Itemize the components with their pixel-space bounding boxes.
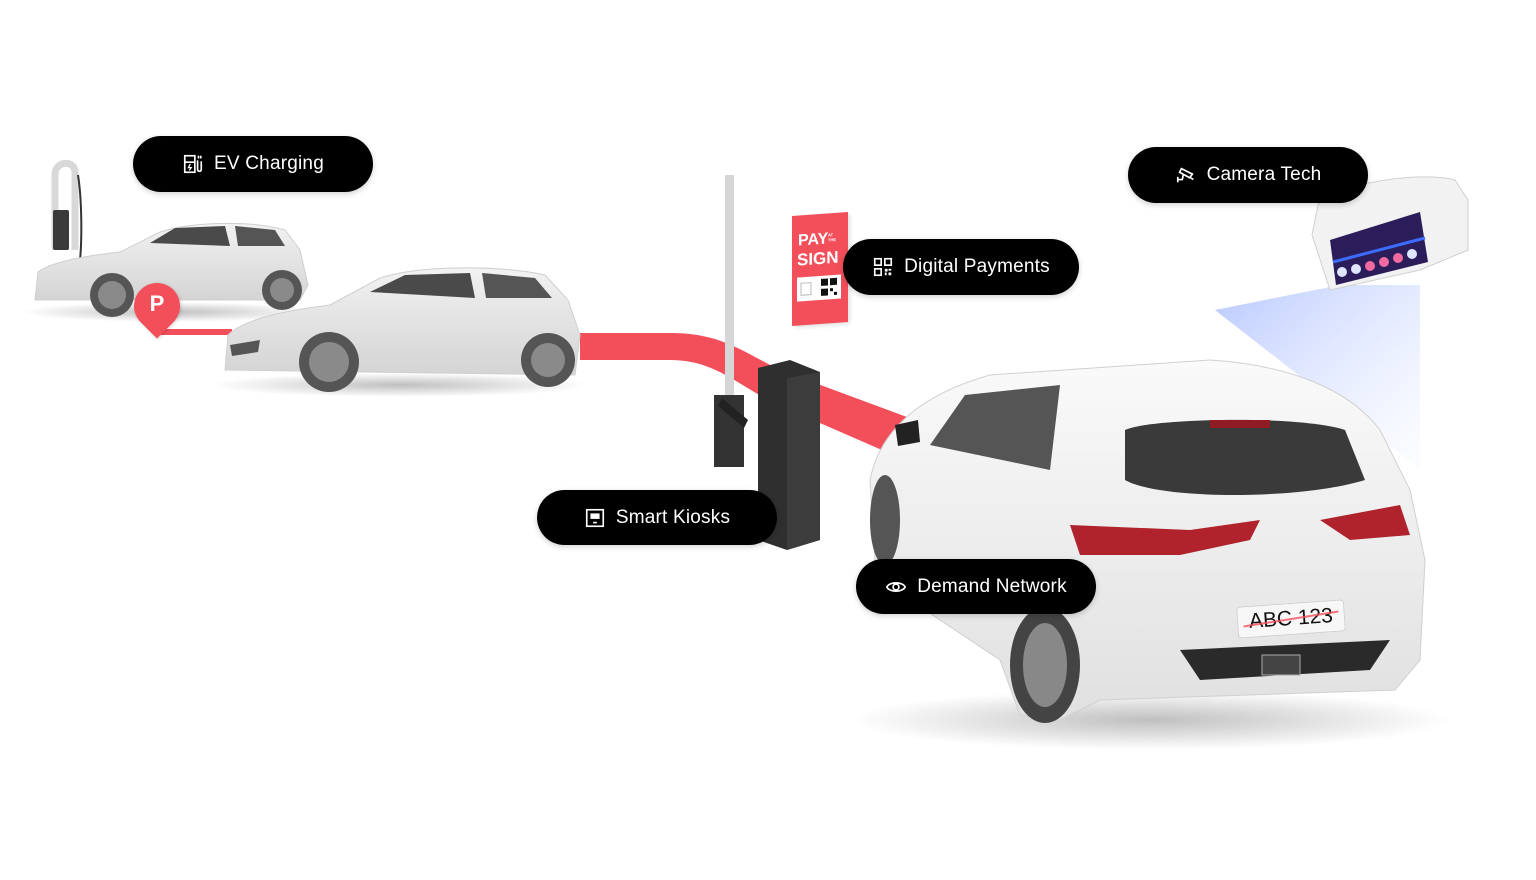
demand-network-pill[interactable]: Demand Network [856, 559, 1096, 614]
car-ev-charging [20, 222, 320, 322]
qr-code-icon [872, 256, 894, 278]
pay-at-sign-board: PAY AT THE SIGN [792, 212, 848, 326]
pay-sign-line2: SIGN [797, 247, 839, 270]
ev-charger-icon [182, 153, 204, 175]
pay-sign-small: AT THE [828, 232, 836, 243]
cctv-camera-icon [1175, 164, 1197, 186]
parking-pin-label: P [149, 291, 165, 316]
camera-tech-label: Camera Tech [1206, 164, 1322, 185]
smart-kiosks-label: Smart Kiosks [615, 506, 731, 528]
ev-charging-label: EV Charging [214, 153, 324, 174]
kiosk-screen-icon [584, 507, 606, 529]
car-main [850, 359, 1450, 750]
camera-tech-pill[interactable]: Camera Tech [1128, 147, 1368, 203]
ev-charging-pill[interactable]: EV Charging [133, 136, 373, 192]
eye-icon [885, 576, 907, 598]
smart-kiosk [758, 360, 820, 550]
ev-charger-station [51, 159, 83, 261]
smart-kiosks-pill[interactable]: Smart Kiosks [537, 490, 777, 545]
qr-code-icon [797, 274, 841, 302]
pay-sign-line1: PAY [798, 230, 829, 250]
barrier-gate [714, 175, 748, 467]
demand-network-label: Demand Network [917, 575, 1067, 597]
digital-payments-pill[interactable]: Digital Payments [843, 239, 1079, 295]
camera-device [1311, 176, 1469, 291]
digital-payments-label: Digital Payments [904, 256, 1050, 277]
car-parked [210, 267, 590, 397]
